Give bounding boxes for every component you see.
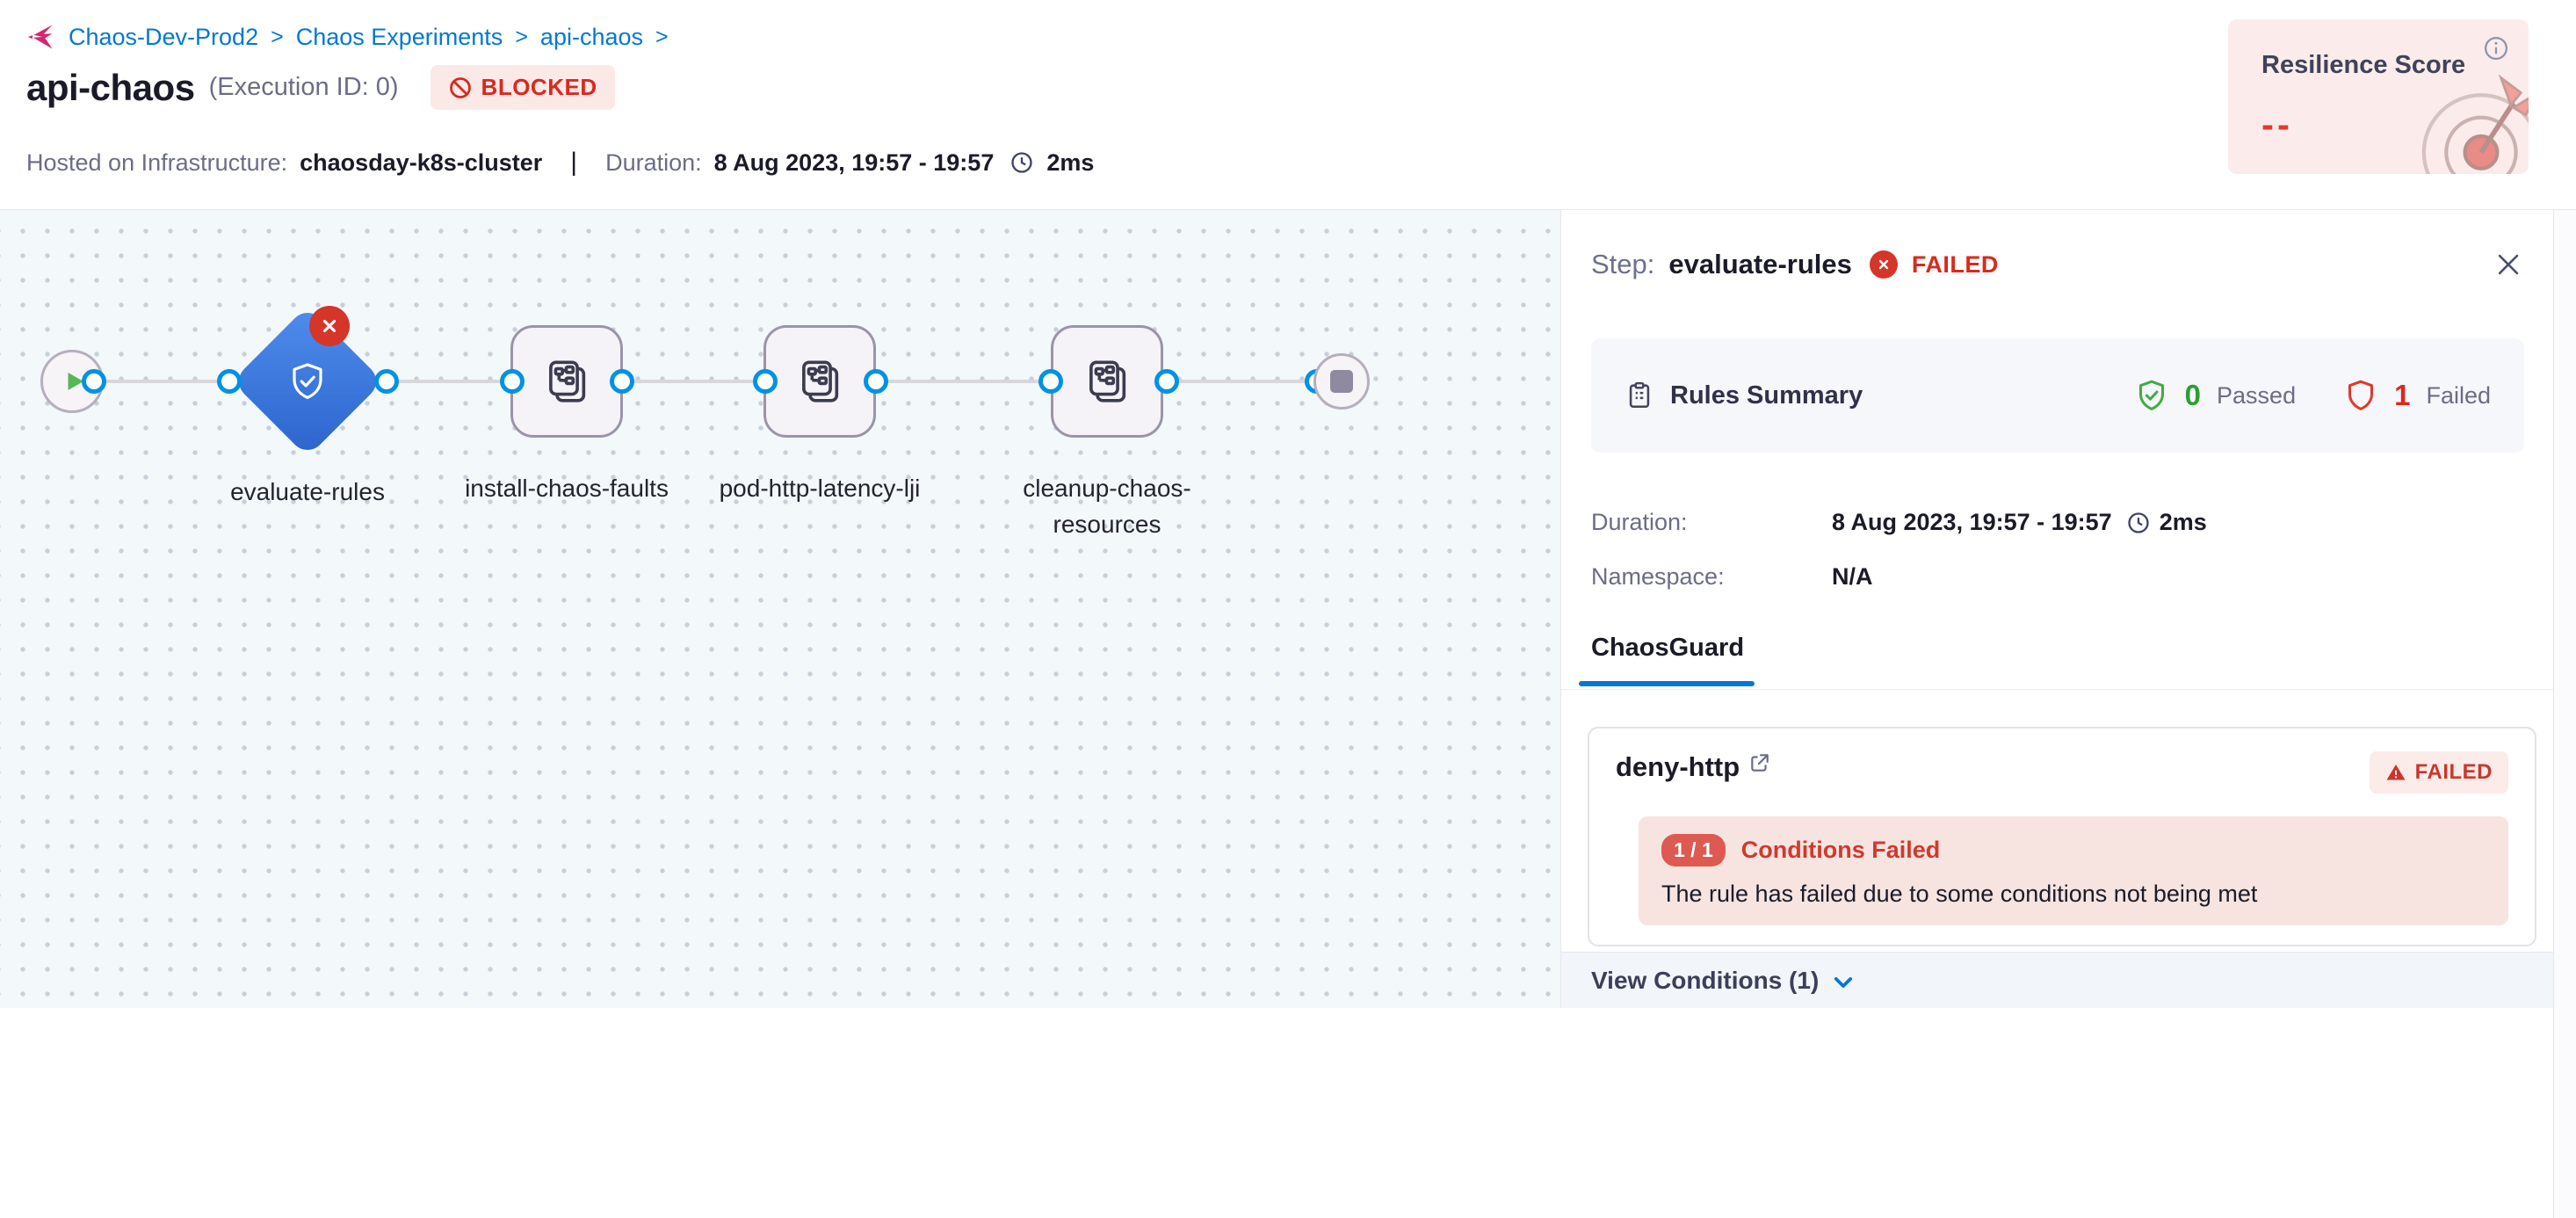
breadcrumb-experiments[interactable]: Chaos Experiments [296, 24, 503, 51]
breadcrumb: Chaos-Dev-Prod2 > Chaos Experiments > ap… [25, 21, 669, 53]
status-badge-label: BLOCKED [481, 74, 597, 101]
node-pod-http-latency-lji[interactable] [763, 325, 876, 438]
header: Chaos-Dev-Prod2 > Chaos Experiments > ap… [0, 0, 2576, 210]
divider: | [570, 148, 577, 178]
node-label: pod-http-latency-lji [697, 470, 943, 506]
clock-icon [1009, 150, 1034, 175]
duration-row: Duration: 8 Aug 2023, 19:57 - 19:57 2ms [1591, 509, 2207, 536]
rule-card-deny-http: deny-http FAILED [1588, 727, 2536, 946]
close-icon[interactable] [2493, 250, 2523, 279]
node-cleanup-chaos-resources[interactable] [1051, 325, 1163, 438]
breadcrumb-separator: > [515, 25, 528, 50]
clipboard-icon [1624, 381, 1654, 410]
namespace-row: Namespace: N/A [1591, 563, 1873, 591]
clock-icon [2126, 511, 2151, 535]
step-name: evaluate-rules [1668, 249, 1852, 280]
port-dot[interactable] [753, 369, 778, 394]
duration-value: 8 Aug 2023, 19:57 - 19:57 [1832, 509, 2112, 536]
passed-label: Passed [2217, 382, 2296, 410]
title-row: api-chaos (Execution ID: 0) BLOCKED [26, 65, 615, 110]
resilience-score-value: -- [2261, 104, 2293, 146]
duration-label: Duration: [1591, 509, 1832, 536]
prohibition-icon [448, 76, 473, 100]
pipeline-end-node[interactable] [1313, 353, 1370, 410]
node-label: cleanup-chaos-resources [984, 470, 1230, 542]
rules-summary-card: Rules Summary 0 Passed [1591, 338, 2524, 453]
warning-triangle-icon [2385, 762, 2406, 783]
port-dot[interactable] [374, 369, 399, 394]
port-dot[interactable] [82, 369, 106, 394]
x-circle-icon [1870, 250, 1898, 279]
breadcrumb-separator: > [271, 25, 284, 50]
conditions-failed-message: The rule has failed due to some conditio… [1661, 881, 2486, 908]
step-details-panel: Step: evaluate-rules FAILED [1560, 210, 2553, 1008]
shield-failed-icon [2343, 378, 2378, 413]
node-install-chaos-faults[interactable] [510, 325, 623, 438]
view-conditions-toggle[interactable]: View Conditions (1) [1561, 952, 2554, 1008]
duration-value: 8 Aug 2023, 19:57 - 19:57 [714, 149, 995, 177]
namespace-value: N/A [1832, 563, 1873, 591]
active-tab-indicator [1579, 681, 1755, 686]
page-scrollbar[interactable] [2553, 210, 2576, 1218]
shield-check-passed-icon [2134, 378, 2169, 413]
port-dot[interactable] [500, 369, 525, 394]
info-icon[interactable] [2483, 35, 2509, 66]
rules-summary-title: Rules Summary [1670, 381, 1863, 410]
port-dot[interactable] [1154, 369, 1179, 394]
port-dot[interactable] [864, 369, 888, 394]
execution-id: (Execution ID: 0) [209, 73, 399, 102]
manifest-icon [1082, 356, 1132, 407]
step-header: Step: evaluate-rules FAILED [1591, 249, 2523, 280]
passed-count: 0 [2185, 379, 2201, 412]
failed-count: 1 [2394, 379, 2410, 412]
shield-check-icon [286, 360, 329, 407]
duration-ms: 2ms [1046, 149, 1094, 177]
failed-label: Failed [2426, 382, 2491, 410]
conditions-failed-title: Conditions Failed [1741, 837, 1941, 864]
step-status: FAILED [1912, 251, 1999, 279]
duration-label: Duration: [605, 149, 702, 177]
step-label: Step: [1591, 249, 1654, 280]
breadcrumb-experiment-name[interactable]: api-chaos [540, 24, 643, 51]
rule-name: deny-http [1616, 751, 1740, 783]
rule-status-label: FAILED [2415, 760, 2493, 785]
chaos-logo-icon [25, 21, 56, 53]
port-dot[interactable] [217, 369, 242, 394]
manifest-icon [541, 356, 592, 407]
view-conditions-label: View Conditions (1) [1591, 967, 1819, 995]
port-dot[interactable] [1038, 369, 1063, 394]
stop-icon [1330, 370, 1353, 393]
tab-chaosguard[interactable]: ChaosGuard [1591, 634, 1744, 663]
resilience-score-card: Resilience Score -- [2228, 19, 2529, 174]
rules-counts: 0 Passed 1 Failed [2134, 378, 2491, 413]
tab-bar-divider [1561, 689, 2554, 690]
conditions-ratio-pill: 1 / 1 [1661, 834, 1726, 866]
meta-row: Hosted on Infrastructure: chaosday-k8s-c… [26, 148, 1094, 178]
chaos-experiment-run-page: Chaos-Dev-Prod2 > Chaos Experiments > ap… [0, 0, 2576, 1008]
node-label: evaluate-rules [185, 474, 431, 510]
node-label: install-chaos-faults [444, 470, 690, 506]
port-dot[interactable] [610, 369, 634, 394]
conditions-failed-alert: 1 / 1 Conditions Failed The rule has fai… [1639, 816, 2508, 925]
breadcrumb-project[interactable]: Chaos-Dev-Prod2 [69, 24, 258, 51]
infra-label: Hosted on Infrastructure: [26, 149, 287, 177]
x-circle-icon [309, 306, 350, 346]
status-badge-blocked: BLOCKED [431, 65, 615, 110]
external-link-icon [1748, 751, 1771, 774]
duration-ms: 2ms [2160, 509, 2207, 536]
main: evaluate-rules install-chao [0, 210, 2576, 1008]
namespace-label: Namespace: [1591, 563, 1832, 591]
pipeline-canvas[interactable]: evaluate-rules install-chao [0, 210, 1560, 1008]
breadcrumb-separator: > [655, 25, 669, 50]
rule-status-badge: FAILED [2370, 751, 2508, 794]
page-title: api-chaos [26, 67, 195, 109]
infra-value: chaosday-k8s-cluster [300, 149, 542, 177]
resilience-score-title: Resilience Score [2261, 51, 2465, 80]
chevron-down-icon [1831, 970, 1856, 995]
manifest-icon [794, 356, 845, 407]
rule-name-link[interactable]: deny-http [1616, 751, 1771, 783]
